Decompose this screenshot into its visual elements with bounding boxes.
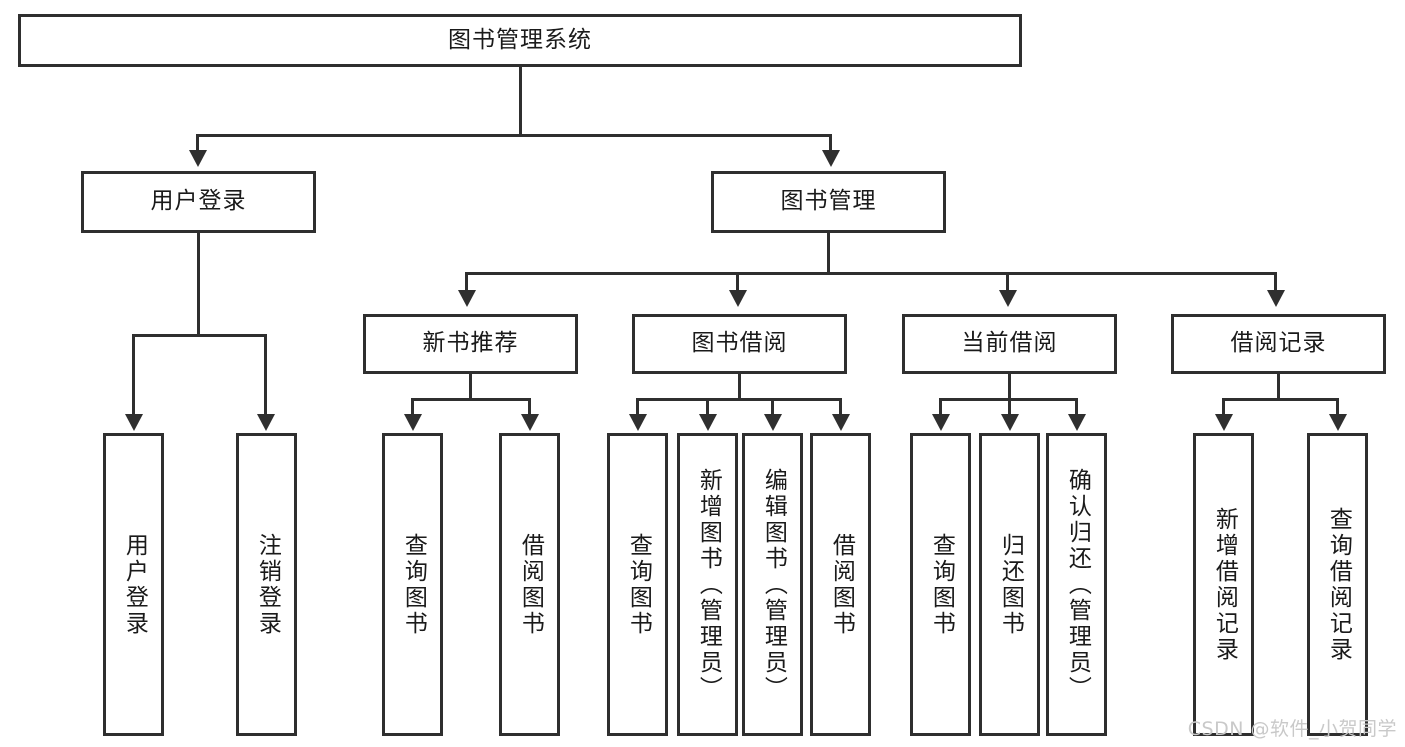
node-label: 借阅图书	[517, 532, 544, 637]
arrow-to-leaf-confirm-return	[1068, 414, 1086, 431]
node-root-system[interactable]: 图书管理系统	[18, 14, 1022, 67]
leaf-edit-book[interactable]: 编辑图书（管理员）	[742, 433, 803, 736]
connector-bm-drop-4	[1274, 272, 1277, 292]
connector-bm-drop-2	[736, 272, 739, 292]
connector-bb-drop-2	[706, 398, 709, 416]
connector-bm-drop-1	[465, 272, 468, 292]
arrow-to-leaf-add-book	[699, 414, 717, 431]
connector-bb-drop-1	[636, 398, 639, 416]
leaf-query-record[interactable]: 查询借阅记录	[1307, 433, 1368, 736]
leaf-query-book-3[interactable]: 查询图书	[910, 433, 971, 736]
arrow-to-leaf-query-record	[1329, 414, 1347, 431]
connector-cb-drop-3	[1075, 398, 1078, 416]
connector-nbr-drop-2	[528, 398, 531, 416]
leaf-add-record[interactable]: 新增借阅记录	[1193, 433, 1254, 736]
connector-nbr-stem	[469, 374, 472, 399]
connector-nbr-bar	[411, 398, 531, 401]
connector-cb-drop-2	[1008, 398, 1011, 416]
connector-br-drop-1	[1222, 398, 1225, 416]
connector-br-stem	[1277, 374, 1280, 399]
node-current-borrow[interactable]: 当前借阅	[902, 314, 1117, 374]
leaf-borrow-book-1[interactable]: 借阅图书	[499, 433, 560, 736]
node-label: 用户登录	[150, 188, 247, 215]
connector-root-drop-right	[829, 134, 832, 152]
node-label: 查询图书	[400, 532, 427, 637]
leaf-confirm-return[interactable]: 确认归还（管理员）	[1046, 433, 1107, 736]
arrow-to-leaf-query-book-2	[629, 414, 647, 431]
connector-cb-drop-1	[939, 398, 942, 416]
node-borrow-record[interactable]: 借阅记录	[1171, 314, 1386, 374]
arrow-to-leaf-query-book-1	[404, 414, 422, 431]
leaf-query-book-1[interactable]: 查询图书	[382, 433, 443, 736]
connector-user-login-bar	[132, 334, 267, 337]
leaf-return-book[interactable]: 归还图书	[979, 433, 1040, 736]
node-label: 借阅图书	[828, 532, 855, 637]
node-label: 图书借阅	[691, 330, 788, 357]
arrow-to-leaf-return-book	[1001, 414, 1019, 431]
leaf-borrow-book-2[interactable]: 借阅图书	[810, 433, 871, 736]
csdn-watermark: CSDN @软件_小贺同学	[1187, 718, 1397, 740]
node-label: 当前借阅	[961, 330, 1058, 357]
arrow-to-borrow-record	[1267, 290, 1285, 307]
arrow-to-new-book-recommend	[458, 290, 476, 307]
node-user-login[interactable]: 用户登录	[81, 171, 316, 233]
arrow-to-leaf-borrow-book-2	[832, 414, 850, 431]
arrow-to-leaf-borrow-book-1	[521, 414, 539, 431]
node-label: 编辑图书（管理员）	[760, 467, 787, 702]
connector-root-bar	[196, 134, 832, 137]
node-book-manage[interactable]: 图书管理	[711, 171, 946, 233]
connector-user-login-drop-2	[264, 334, 267, 416]
connector-bb-bar	[636, 398, 842, 401]
node-label: 查询图书	[928, 532, 955, 637]
node-label: 新书推荐	[422, 330, 519, 357]
arrow-to-user-login	[189, 150, 207, 167]
node-label: 新增图书（管理员）	[695, 467, 722, 702]
node-label: 查询图书	[625, 532, 652, 637]
arrow-to-book-borrow	[729, 290, 747, 307]
connector-user-login-drop-1	[132, 334, 135, 416]
connector-bb-drop-3	[771, 398, 774, 416]
node-book-borrow[interactable]: 图书借阅	[632, 314, 847, 374]
leaf-query-book-2[interactable]: 查询图书	[607, 433, 668, 736]
connector-nbr-drop-1	[411, 398, 414, 416]
arrow-to-leaf-add-record	[1215, 414, 1233, 431]
leaf-user-login[interactable]: 用户登录	[103, 433, 164, 736]
arrow-to-current-borrow	[999, 290, 1017, 307]
connector-cb-stem	[1008, 374, 1011, 399]
connector-br-drop-2	[1336, 398, 1339, 416]
node-label: 用户登录	[121, 532, 148, 637]
connector-root-stem	[519, 67, 522, 134]
arrow-to-leaf-query-book-3	[932, 414, 950, 431]
node-label: 借阅记录	[1230, 330, 1327, 357]
node-label: 查询借阅记录	[1325, 506, 1352, 663]
connector-book-manage-stem	[827, 233, 830, 273]
node-new-book-recommend[interactable]: 新书推荐	[363, 314, 578, 374]
node-label: 图书管理系统	[448, 26, 592, 53]
arrow-to-leaf-user-logout	[257, 414, 275, 431]
connector-bb-stem	[738, 374, 741, 399]
connector-book-manage-bar	[465, 272, 1277, 275]
node-label: 图书管理	[780, 188, 877, 215]
node-label: 新增借阅记录	[1211, 506, 1238, 663]
leaf-add-book[interactable]: 新增图书（管理员）	[677, 433, 738, 736]
connector-br-bar	[1222, 398, 1339, 401]
connector-bm-drop-3	[1006, 272, 1009, 292]
node-label: 确认归还（管理员）	[1064, 467, 1091, 702]
leaf-user-logout[interactable]: 注销登录	[236, 433, 297, 736]
arrow-to-book-manage	[822, 150, 840, 167]
arrow-to-leaf-user-login	[125, 414, 143, 431]
node-label: 注销登录	[254, 532, 281, 637]
connector-bb-drop-4	[839, 398, 842, 416]
arrow-to-leaf-edit-book	[764, 414, 782, 431]
connector-root-drop-left	[196, 134, 199, 152]
node-label: 归还图书	[997, 532, 1024, 637]
connector-user-login-stem	[197, 233, 200, 334]
